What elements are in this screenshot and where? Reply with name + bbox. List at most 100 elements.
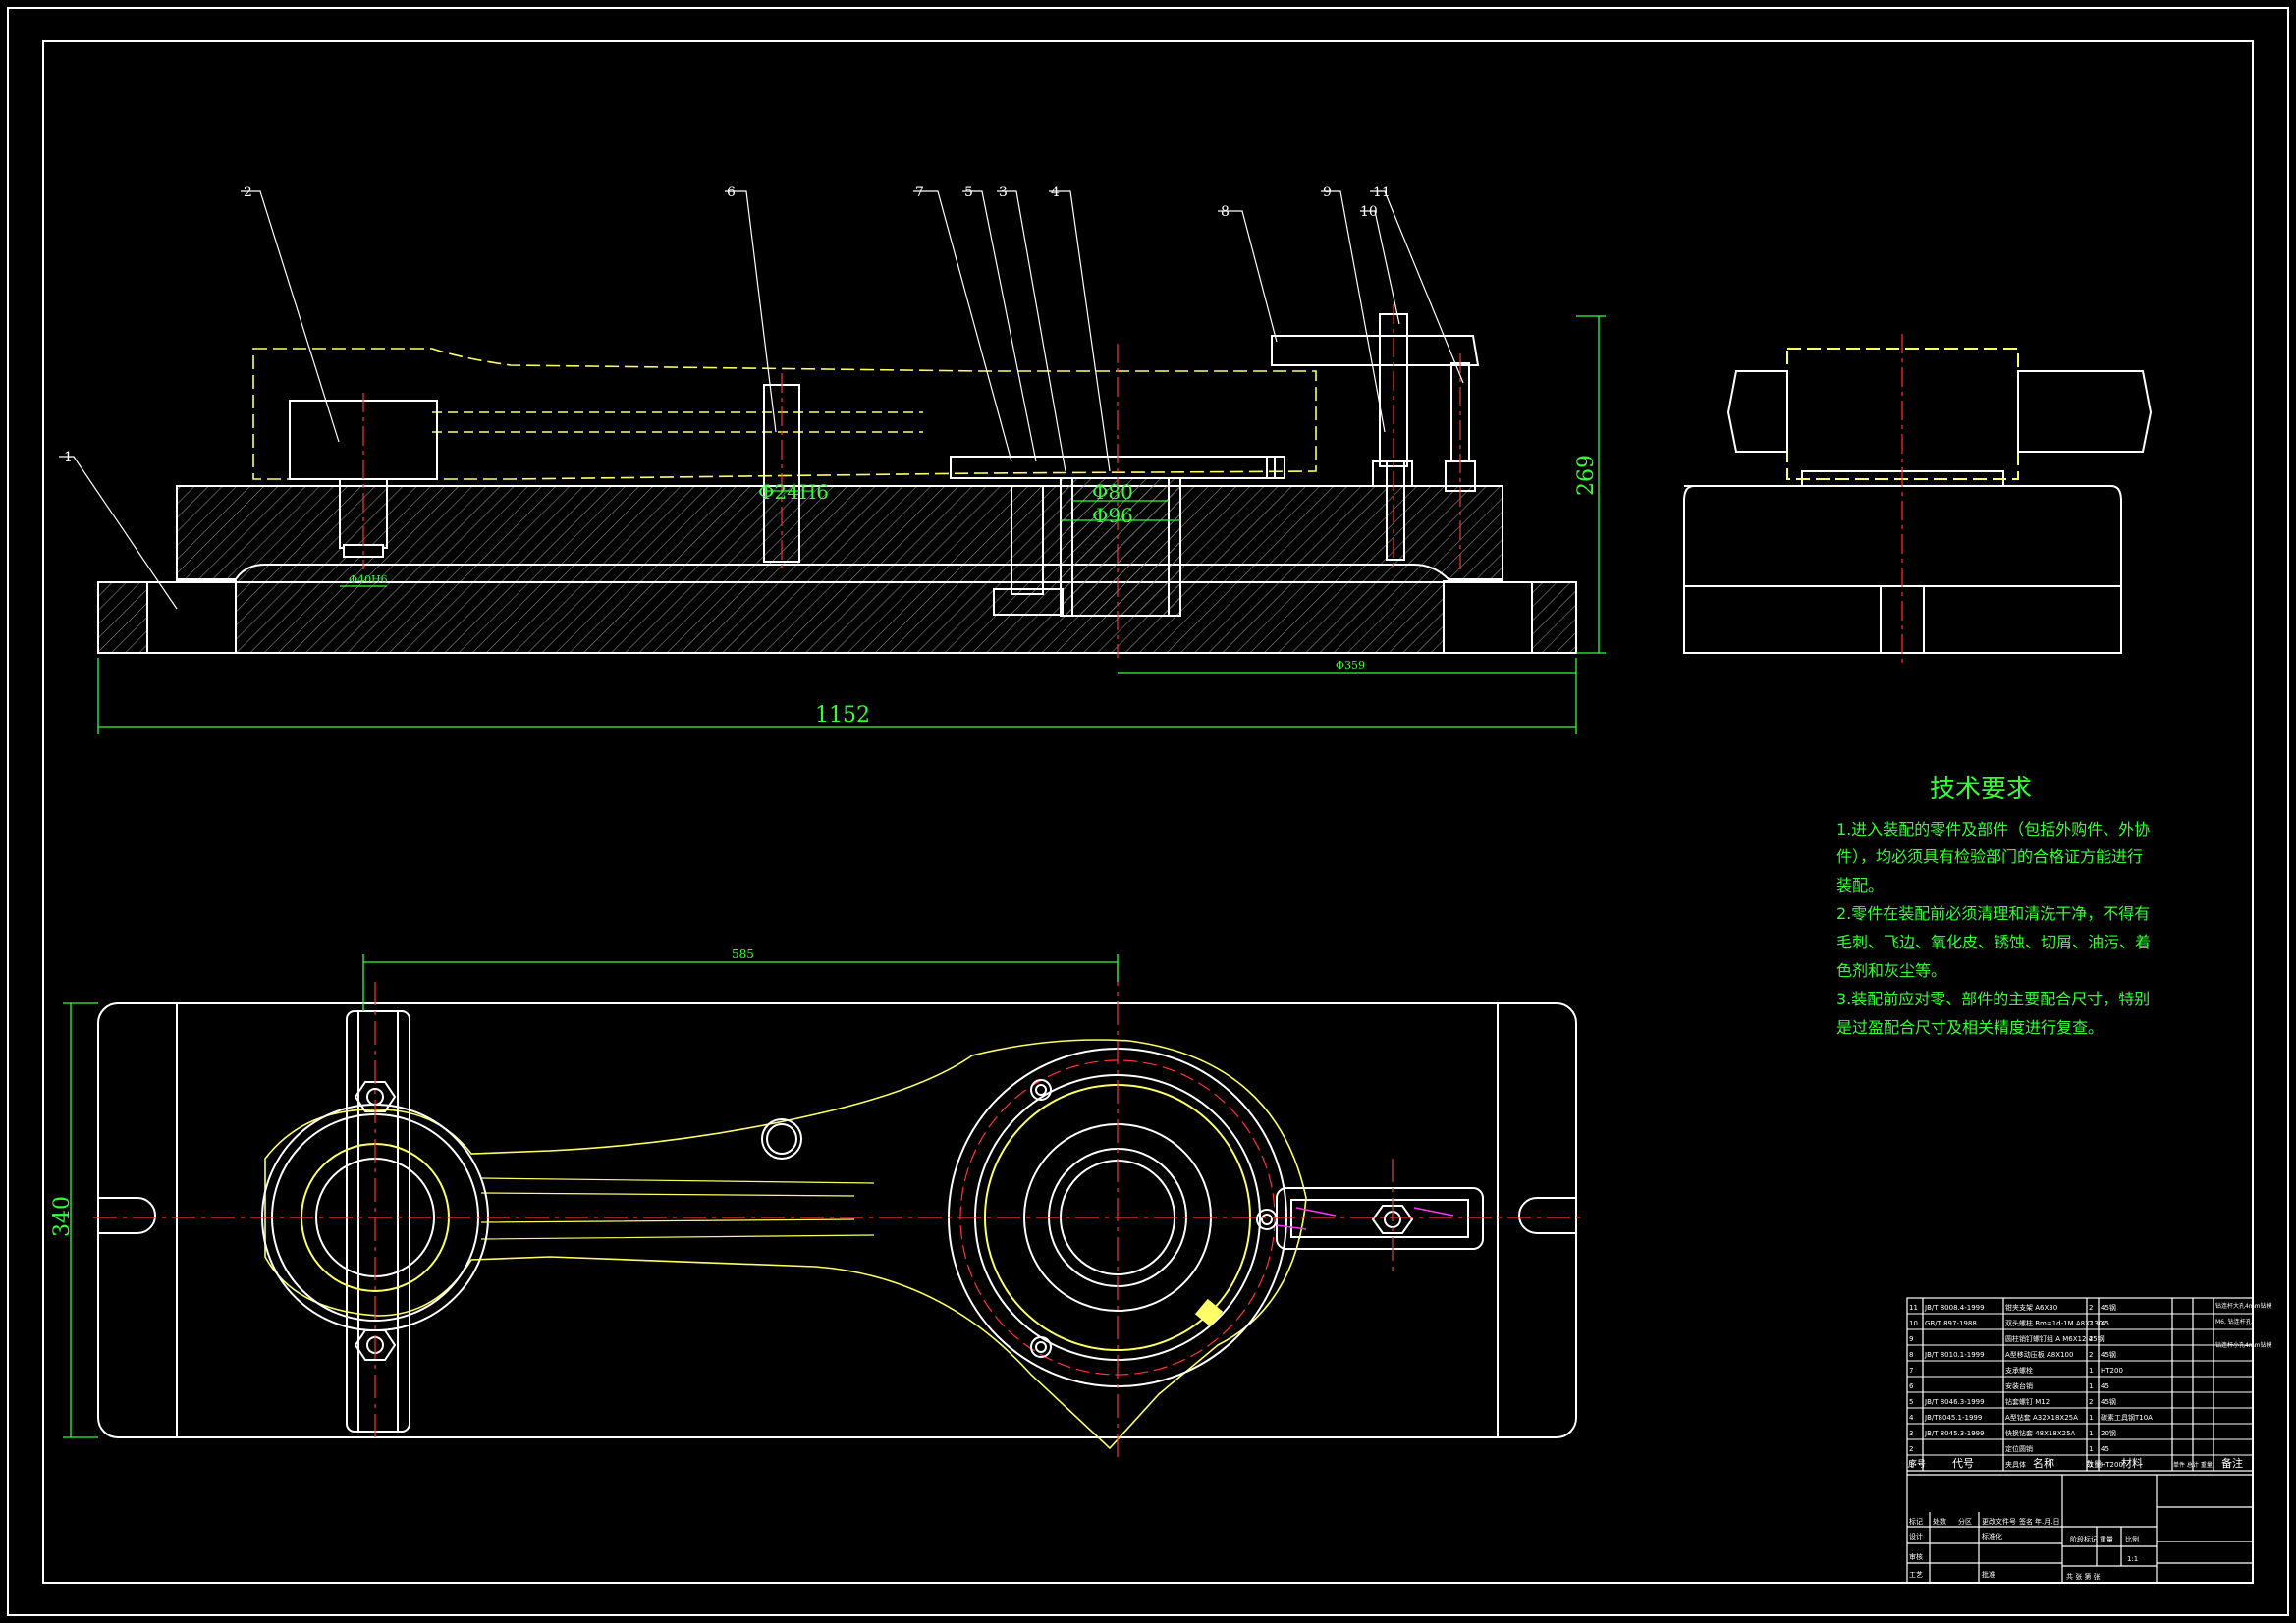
bom-cell-code: JB/T 8045.3-1999 [1924, 1430, 1985, 1437]
bom-cell-material: HT200 [2101, 1461, 2123, 1469]
tech-line-7: 3.装配前应对零、部件的主要配合尺寸，特别 [1836, 990, 2150, 1008]
callout-3: 3 [999, 185, 1008, 200]
bom-cell-name: 钻套螺钉 M12 [2005, 1397, 2050, 1406]
bom-cell-material: 45 [2101, 1320, 2109, 1327]
dim-overall-length: 1152 [815, 703, 870, 728]
bom-cell-no: 11 [1909, 1304, 1918, 1312]
bom-cell-code: JB/T 8008.4-1999 [1924, 1304, 1985, 1312]
bom-cell-name: A型移动压板 A8X100 [2005, 1350, 2073, 1359]
callout-7: 7 [915, 185, 924, 200]
bom-cell-name: 圆柱销钉螺钉组 A M6X12 45钢 [2005, 1334, 2105, 1343]
remark-note-3: 钻连杆小孔4mm钻模 [2215, 1341, 2272, 1349]
bom-cell-name: 定位圆销 [2005, 1444, 2033, 1453]
callout-11: 11 [1373, 185, 1391, 200]
top-dimensions [63, 954, 1119, 1438]
tb-design: 设计 [1909, 1532, 1923, 1541]
dim-phi96: Φ96 [1092, 504, 1133, 527]
bom-cell-no: 8 [1909, 1351, 1913, 1359]
bom-cell-qty: 1 [2089, 1414, 2093, 1422]
tech-line-5: 毛刺、飞边、氧化皮、锈蚀、切屑、油污、着 [1836, 933, 2151, 951]
workpiece-rod-side [252, 348, 1317, 480]
dim-width: 340 [50, 1196, 75, 1237]
dim-phi80: Φ80 [1092, 480, 1133, 504]
tech-line-8: 是过盈配合尺寸及相关精度进行复查。 [1836, 1018, 2104, 1037]
top-view [93, 962, 1581, 1463]
bom-cell-qty: 2 [2089, 1304, 2093, 1312]
bom-header-remark: 备注 [2221, 1456, 2243, 1470]
remark-note-2: M6, 钻连杆孔 [2215, 1318, 2252, 1325]
dim-phi40: Φ40H6 [349, 573, 388, 586]
remark-notes: 钻连杆大孔4mm钻模 M6, 钻连杆孔 钻连杆小孔4mm钻模 [2215, 1302, 2272, 1349]
bom-header-name: 名称 [2033, 1456, 2054, 1470]
bom-cell-name: 安装台销 [2005, 1381, 2033, 1390]
bom-cell-name: 钳夹支架 A6X30 [2005, 1303, 2057, 1312]
bom-cell-material: 45钢 [2101, 1303, 2116, 1312]
tech-requirements: 技术要求 1.进入装配的零件及部件（包括外购件、外协 件），均必须具有检验部门的… [1836, 775, 2151, 1037]
bom-cell-no: 2 [1909, 1445, 1913, 1453]
title-block: 标记 处数 分区 更改文件号 签名 年.月.日 设计 标准化 审核 工艺 批准 … [1909, 1517, 2139, 1581]
bom-cell-material: 20钢 [2101, 1429, 2116, 1437]
tb-weight: 重量 [2100, 1536, 2113, 1543]
bom-cell-no: 3 [1909, 1430, 1913, 1437]
dim-offset-top: 585 [732, 947, 754, 961]
tb-date: 年.月.日 [2035, 1517, 2059, 1526]
callout-leaders [59, 190, 1464, 610]
bom-cell-no: 7 [1909, 1367, 1913, 1375]
dim-phi24: Φ24H6 [758, 480, 829, 504]
front-dimension-texts: 1152 Φ359 269 Φ40H6 Φ24H6 Φ80 Φ96 [349, 455, 1599, 728]
bom-cell-material: 45钢 [2101, 1397, 2116, 1406]
tech-line-4: 2.零件在装配前必须清理和清洗干净，不得有 [1836, 904, 2150, 923]
bom-header-weight: 单件 总计 重量 [2173, 1461, 2213, 1469]
bom-cell-name: 支承螺栓 [2005, 1366, 2033, 1375]
bom-header-material: 材料 [2121, 1456, 2143, 1470]
tech-line-3: 装配。 [1836, 876, 1884, 894]
outer-frame [7, 7, 2289, 1616]
tb-sheets: 共 张 第 张 [2066, 1572, 2101, 1581]
bom-header-no: 序号 [1908, 1458, 1926, 1470]
bom-header: 序号 代号 名称 数量 材料 单件 总计 重量 备注 [1908, 1456, 2243, 1470]
base-plate-top [97, 1002, 1577, 1438]
bom-cell-code: JB/T 8010.1-1999 [1924, 1351, 1985, 1359]
tech-line-6: 色剂和灰尘等。 [1836, 961, 1946, 980]
bom-cell-no: 9 [1909, 1335, 1913, 1343]
bom-cell-qty: 1 [2089, 1445, 2093, 1453]
bom-cell-material: 45钢 [2101, 1350, 2116, 1359]
tech-line-1: 1.进入装配的零件及部件（包括外购件、外协 [1836, 820, 2150, 839]
tb-std: 标准化 [1982, 1532, 2002, 1541]
front-section-view [97, 304, 1577, 658]
tb-count: 处数 [1933, 1517, 1946, 1526]
bom-cell-qty: 2 [2089, 1320, 2093, 1327]
inner-frame [42, 40, 2254, 1584]
bom-cell-no: 6 [1909, 1382, 1914, 1390]
tb-zone: 分区 [1958, 1517, 1972, 1526]
callout-6: 6 [727, 185, 736, 200]
remark-note-1: 钻连杆大孔4mm钻模 [2215, 1302, 2272, 1310]
callout-9: 9 [1323, 185, 1332, 200]
dim-small-dia: Φ359 [1336, 659, 1365, 672]
bom-cell-qty: 1 [2089, 1430, 2093, 1437]
tb-approve: 批准 [1982, 1570, 1995, 1579]
callout-5: 5 [964, 185, 973, 200]
fixture-body-section [97, 485, 1577, 654]
callout-labels: 1 2 6 7 5 3 4 8 9 10 11 [64, 185, 1391, 465]
top-dimension-texts: 585 340 [50, 947, 754, 1237]
bom-cell-name: A型钻套 A32X18X25A [2005, 1413, 2078, 1422]
tb-mark: 标记 [1909, 1517, 1923, 1526]
bom-cell-name: 夹具体 [2005, 1460, 2026, 1469]
tb-change: 更改文件号 [1982, 1517, 2016, 1526]
bom-cell-material: 碳素工具钢T10A [2101, 1413, 2153, 1422]
tb-craft: 工艺 [1909, 1571, 1923, 1579]
tb-scale-val: 1:1 [2127, 1555, 2138, 1563]
tb-sign: 签名 [2019, 1517, 2033, 1526]
bom-header-code: 代号 [1952, 1457, 1974, 1470]
tech-title: 技术要求 [1930, 775, 2032, 804]
bom-cell-code: GB/T 897-1988 [1925, 1320, 1977, 1327]
bom-header-qty: 数量 [2086, 1459, 2102, 1469]
callout-8: 8 [1221, 204, 1230, 220]
bom-cell-name: 双头螺柱 Bm=1d-1M A8X130 [2005, 1319, 2103, 1327]
callout-10: 10 [1360, 204, 1378, 220]
bom-cell-no: 10 [1909, 1320, 1918, 1327]
bom-cell-qty: 1 [2089, 1461, 2093, 1469]
bom-cell-name: 快换钻套 48X18X25A [2005, 1429, 2076, 1437]
